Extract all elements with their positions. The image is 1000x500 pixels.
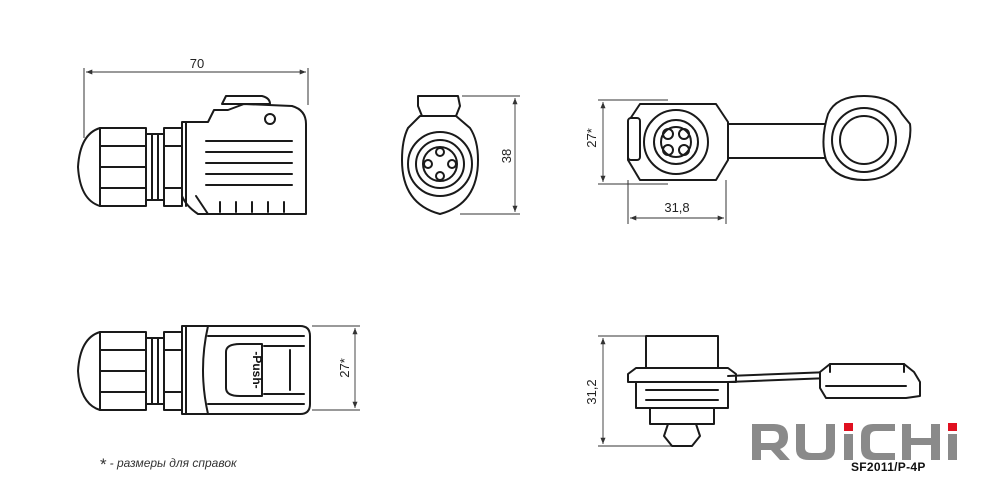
dim-top-width: 27* (337, 358, 352, 378)
side-view: 70 (77, 56, 309, 215)
ruichi-logo (752, 423, 957, 460)
model-number: SF2011/P-4P (851, 460, 926, 474)
top-view: -Push- 27* (77, 325, 360, 415)
dim-side-length: 70 (190, 56, 204, 71)
footnote-text: - размеры для справок (109, 456, 237, 470)
push-label: -Push- (250, 351, 264, 388)
face-view: 38 (401, 95, 520, 215)
footnote: *- размеры для справок (100, 452, 237, 474)
dim-face-height: 38 (499, 149, 514, 163)
rear-view: 27* 31,8 (584, 95, 912, 224)
dim-rear-height: 27* (584, 128, 599, 148)
dim-panel-height: 31,2 (584, 379, 599, 404)
footnote-symbol: * (100, 455, 107, 474)
dim-rear-width: 31,8 (664, 200, 689, 215)
panel-view: 31,2 (584, 335, 921, 447)
